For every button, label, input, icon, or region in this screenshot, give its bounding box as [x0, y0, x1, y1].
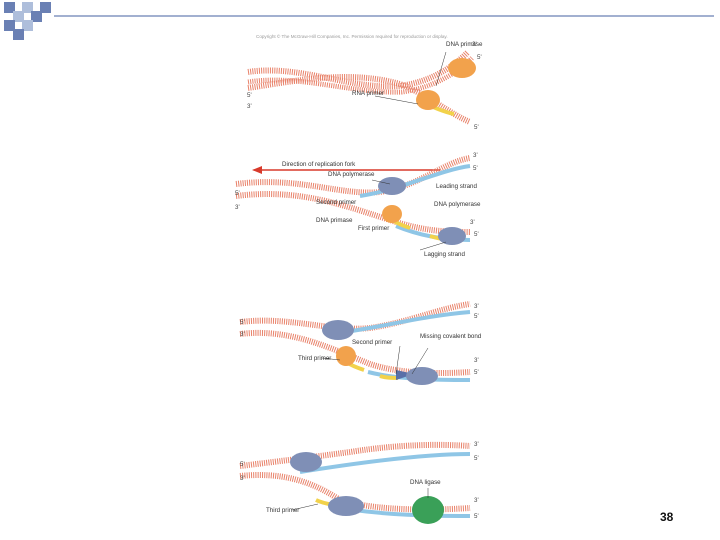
label-lagging-strand: Lagging strand: [424, 251, 465, 258]
label-leading-strand: Leading strand: [436, 183, 477, 190]
end-label: 5': [240, 461, 245, 468]
end-label: 3': [472, 41, 477, 48]
parental-strand-bottom: [247, 74, 472, 125]
label-dna-primase: DNA primase: [316, 217, 353, 224]
label-missing-bond: Missing covalent bond: [420, 333, 482, 340]
end-label: 5': [235, 190, 240, 197]
label-third-primer: Third primer: [298, 355, 331, 362]
primase-on-strand: [416, 90, 440, 110]
parental-strand-top: [247, 49, 471, 90]
label-direction: Direction of replication fork: [282, 161, 356, 168]
dna-primase-enzyme: [382, 205, 402, 223]
synthesis-arrow-icon: [396, 370, 414, 380]
end-label: 3': [474, 303, 479, 310]
dna-polymerase-top: [378, 177, 406, 195]
label-rna-primer: RNA primer: [352, 90, 384, 97]
dna-polymerase-top: [290, 452, 322, 472]
label-third-primer: Third primer: [266, 507, 299, 514]
panel-2-lagging-strand-synthesis: Direction of replication fork DNA polyme…: [235, 152, 481, 258]
end-label: 5': [240, 319, 245, 326]
panel-3-third-primer: Second primer Missing covalent bond Thir…: [239, 301, 482, 385]
end-label: 5': [473, 165, 478, 172]
label-second-primer: Second primer: [316, 199, 356, 206]
end-label: 5': [474, 455, 479, 462]
end-label: 5': [474, 124, 479, 131]
end-label: 5': [474, 231, 479, 238]
label-dna-primase: DNA primase: [446, 41, 483, 48]
dna-polymerase-right: [438, 227, 466, 245]
label-dna-ligase: DNA ligase: [410, 479, 441, 486]
dna-polymerase-bottom: [328, 496, 364, 516]
label-first-primer: First primer: [358, 225, 389, 232]
end-label: 5': [474, 513, 479, 520]
corner-squares-decoration: [4, 2, 51, 40]
dna-primase-enzyme: [336, 346, 356, 366]
end-label: 3': [473, 152, 478, 159]
leading-strand: [359, 164, 471, 198]
end-label: 5': [474, 369, 479, 376]
dna-ligase-enzyme: [412, 496, 444, 524]
copyright-notice: Copyright © The McGraw-Hill Companies, I…: [256, 33, 448, 39]
arrowhead-icon: [252, 166, 262, 174]
end-label: 5': [247, 92, 252, 99]
end-label: 3': [474, 441, 479, 448]
end-label: 5': [474, 313, 479, 320]
label-dna-polymerase-right: DNA polymerase: [434, 201, 481, 208]
panel-1-primer-synthesis: DNA primase RNA primer 3' 5' 5' 3' 5': [247, 41, 483, 131]
end-label: 3': [474, 497, 479, 504]
panel-4-ligation: DNA ligase Third primer 3' 5' 5' 3' 3' 5…: [239, 441, 479, 524]
end-label: 5': [477, 54, 482, 61]
label-dna-polymerase-top: DNA polymerase: [328, 171, 375, 178]
end-label: 3': [240, 331, 245, 338]
page-number: 38: [660, 510, 674, 524]
label-second-primer: Second primer: [352, 339, 392, 346]
dna-primase-enzyme: [448, 58, 476, 78]
end-label: 3': [235, 204, 240, 211]
end-label: 3': [247, 103, 252, 110]
end-label: 3': [240, 475, 245, 482]
dna-polymerase-bottom: [406, 367, 438, 385]
end-label: 3': [470, 219, 475, 226]
dna-polymerase-top: [322, 320, 354, 340]
end-label: 3': [474, 357, 479, 364]
